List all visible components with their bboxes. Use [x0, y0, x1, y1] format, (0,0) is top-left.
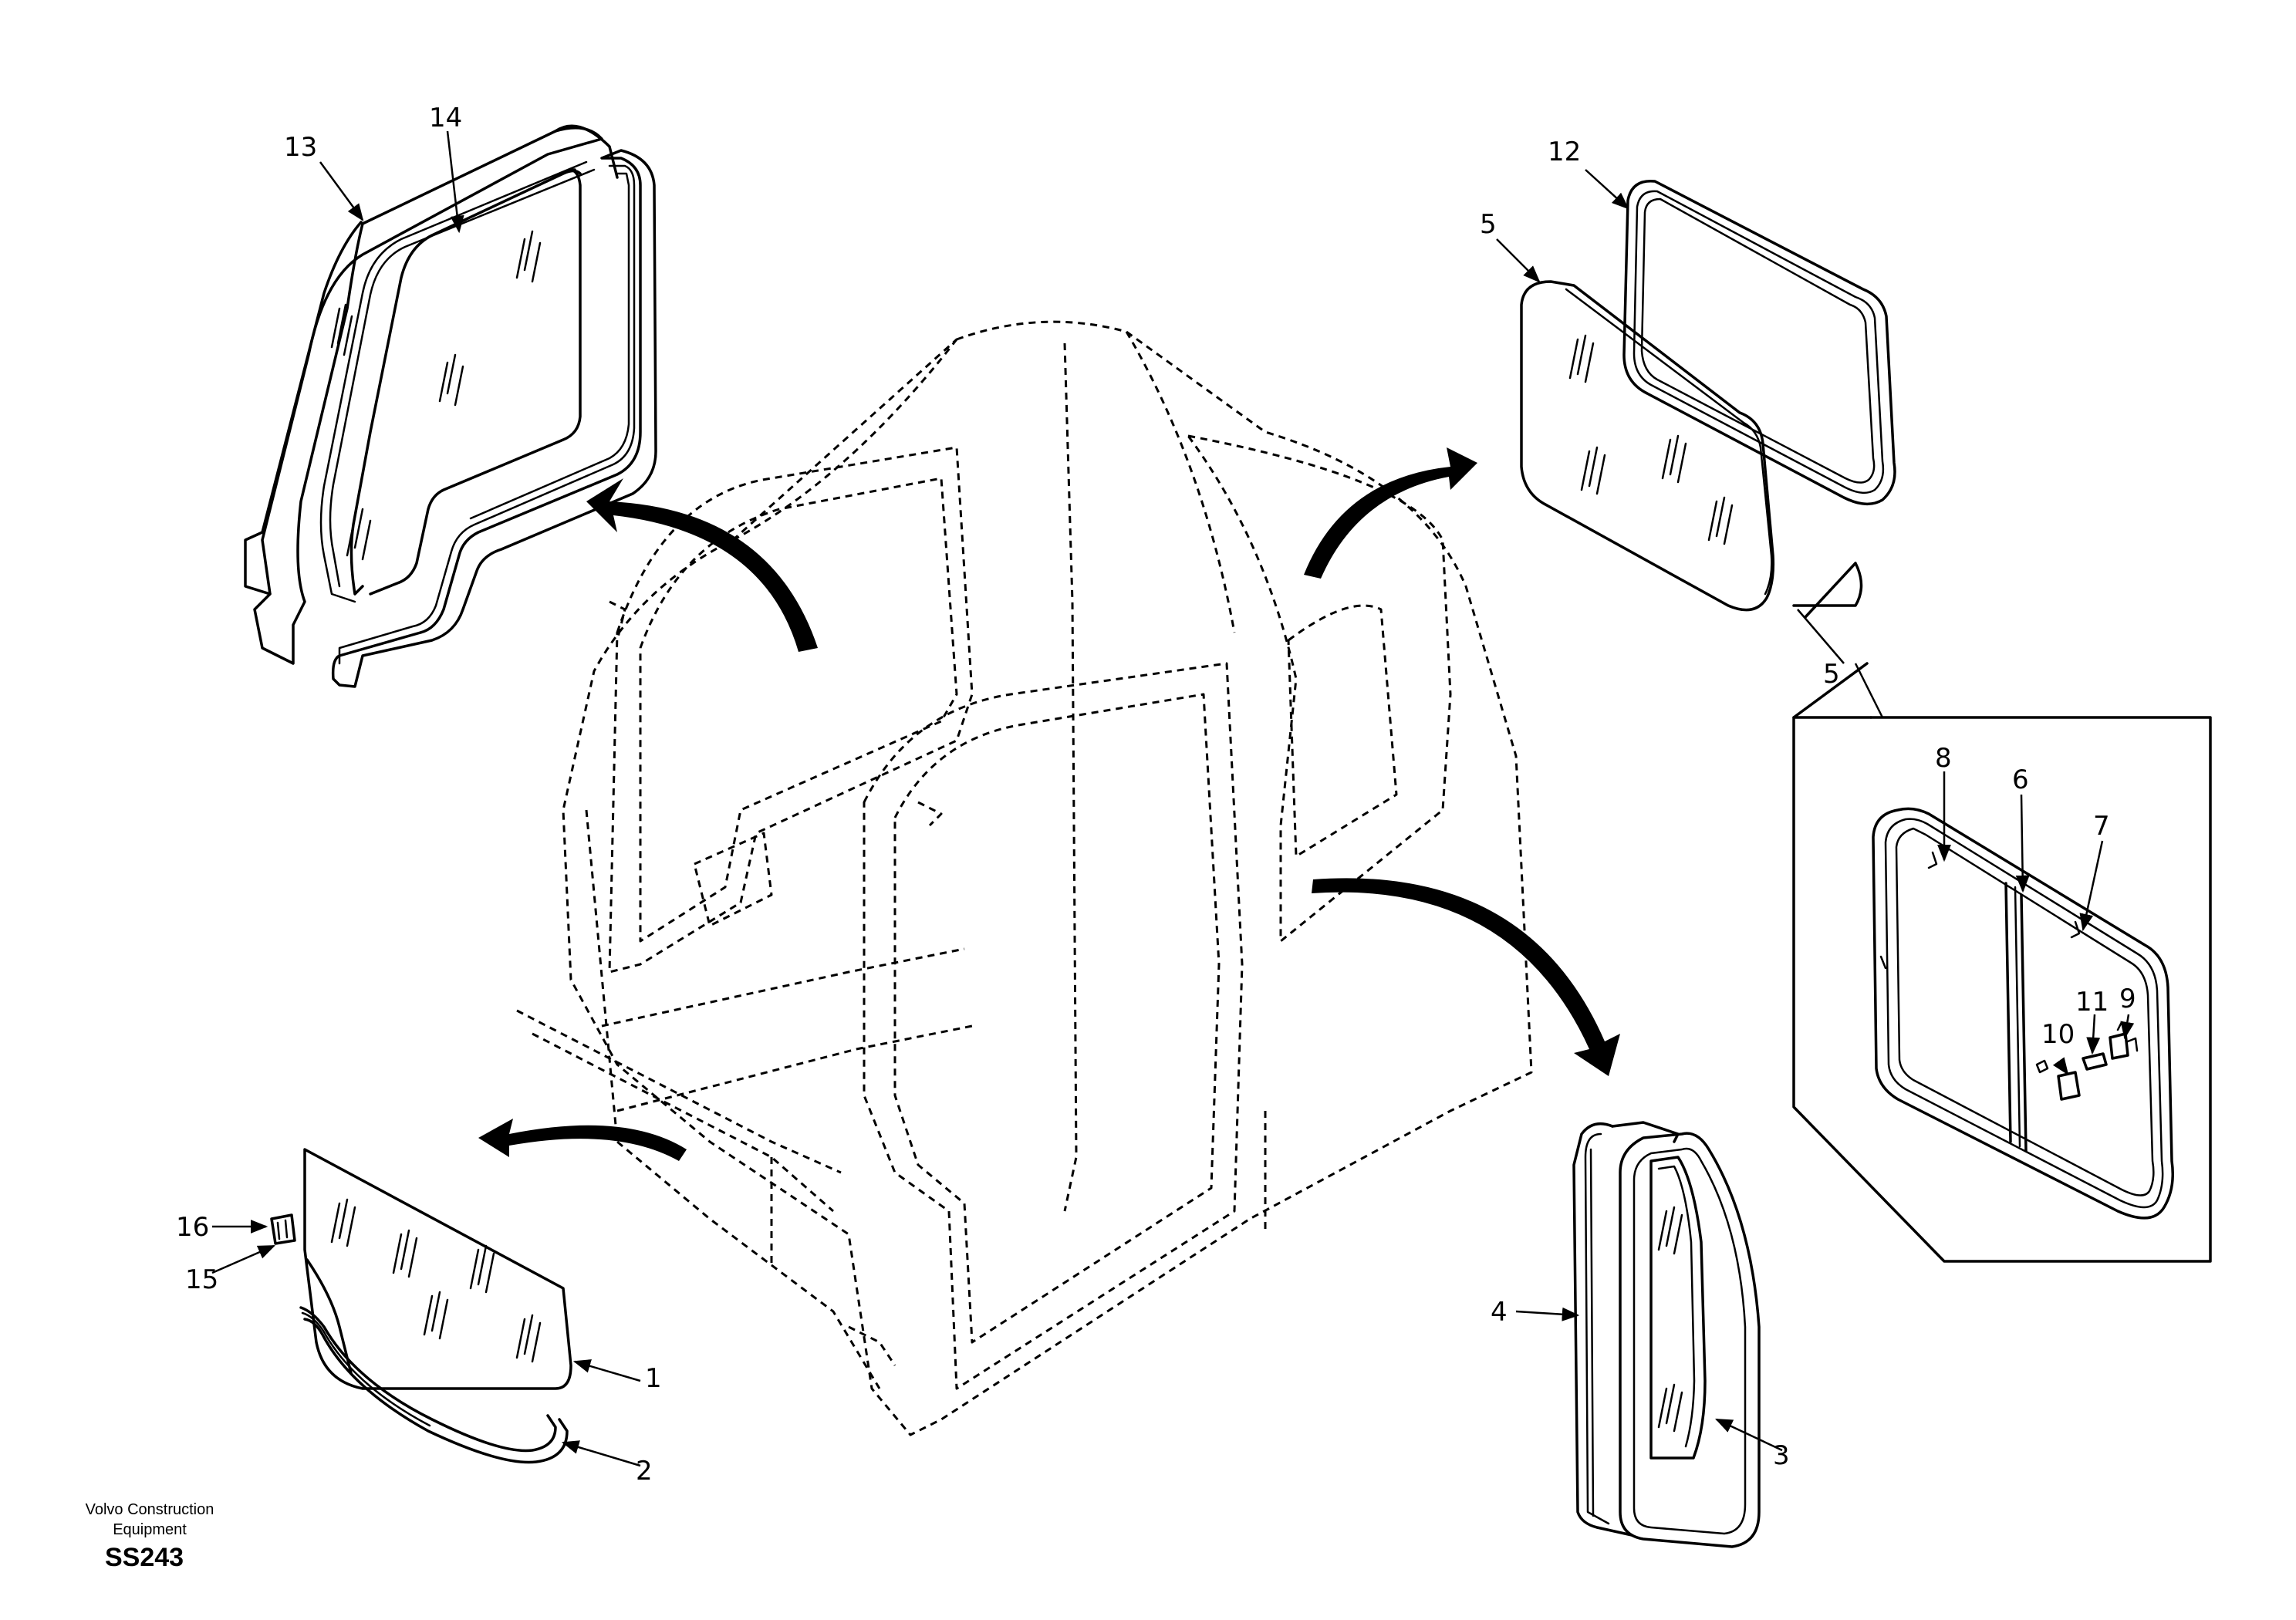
callout-10: 10: [2041, 1019, 2075, 1050]
sliding-window-detail: [1792, 562, 2212, 1263]
cab-body-outline: [516, 320, 1533, 1436]
front-window-assembly: [244, 124, 657, 688]
callout-14: 14: [429, 103, 462, 133]
callout-2: 2: [636, 1456, 653, 1487]
diagram-code: SS243: [105, 1543, 184, 1572]
callout-6: 6: [2012, 764, 2029, 795]
callout-8: 8: [1935, 743, 1952, 774]
leader-lines: [211, 130, 2135, 1467]
callout-13: 13: [284, 132, 317, 163]
direction-arrows: [478, 447, 1620, 1161]
callout-16: 16: [176, 1212, 209, 1243]
lower-window-assembly: [270, 1148, 572, 1464]
callout-7: 7: [2093, 811, 2110, 842]
callout-4: 4: [1491, 1297, 1508, 1328]
brand-name-line2: Equipment: [113, 1521, 187, 1538]
callout-11: 11: [2075, 987, 2109, 1018]
callout-9: 9: [2119, 984, 2136, 1014]
brand-name-line1: Volvo Construction: [85, 1501, 214, 1518]
callout-1: 1: [645, 1363, 662, 1394]
rear-window-assembly: [1520, 179, 1896, 612]
callout-15: 15: [185, 1264, 218, 1295]
side-window-assembly: [1572, 1121, 1761, 1548]
callout-5-top: 5: [1480, 209, 1497, 240]
callout-5-detail: 5: [1823, 659, 1840, 690]
callout-12: 12: [1548, 137, 1581, 167]
callout-labels: 13 14 12 5 5 8 6 7 9 11 10 1 2 3 4 16 15: [176, 103, 2136, 1487]
callout-3: 3: [1773, 1440, 1790, 1471]
